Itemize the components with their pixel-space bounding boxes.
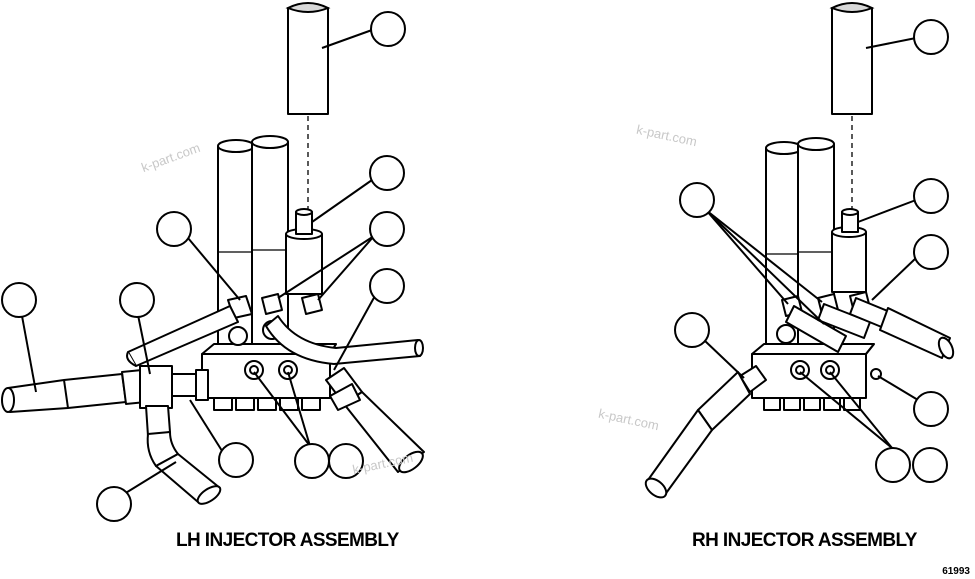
lh-bent-tube xyxy=(265,315,424,365)
lh-elbow xyxy=(146,431,222,505)
callout-circle xyxy=(218,442,254,478)
rh-injector-assembly xyxy=(644,2,955,499)
callout-circle xyxy=(913,234,949,270)
rh-left-hose xyxy=(644,365,767,499)
rh-assembly-caption: RH INJECTOR ASSEMBLY xyxy=(692,530,917,551)
callout-circle xyxy=(1,282,37,318)
rh-manifold-block xyxy=(751,324,882,411)
callout-circle xyxy=(913,19,949,55)
callout-circle xyxy=(913,178,949,214)
lh-long-hose xyxy=(1,369,147,413)
callout-circle xyxy=(156,211,192,247)
figure-number: 61993 xyxy=(942,566,970,577)
lh-assembly-caption: LH INJECTOR ASSEMBLY xyxy=(176,530,399,551)
callout-circle xyxy=(674,312,710,348)
lh-injector-assembly xyxy=(1,2,425,505)
callout-circle xyxy=(369,211,405,247)
lh-short-hose xyxy=(126,305,239,367)
callout-circle xyxy=(294,443,330,479)
rh-callouts xyxy=(674,19,949,483)
callout-circle xyxy=(119,282,155,318)
callout-circle xyxy=(875,447,911,483)
rh-right-hose xyxy=(849,297,955,360)
callout-circle xyxy=(912,447,948,483)
lh-lower-right-hose xyxy=(325,367,425,474)
callout-circle xyxy=(679,182,715,218)
callout-circle xyxy=(369,155,405,191)
lh-valve xyxy=(285,208,323,295)
lh-exploded-cylinder xyxy=(285,2,331,218)
rh-exploded-cylinder xyxy=(829,2,875,218)
callout-circle xyxy=(370,11,406,47)
callout-circle xyxy=(328,443,364,479)
callout-circle xyxy=(96,486,132,522)
callout-circle xyxy=(913,391,949,427)
rh-valve xyxy=(831,208,867,293)
lh-callouts xyxy=(1,11,406,522)
lh-tee-fitting xyxy=(139,365,209,437)
callout-circle xyxy=(369,268,405,304)
